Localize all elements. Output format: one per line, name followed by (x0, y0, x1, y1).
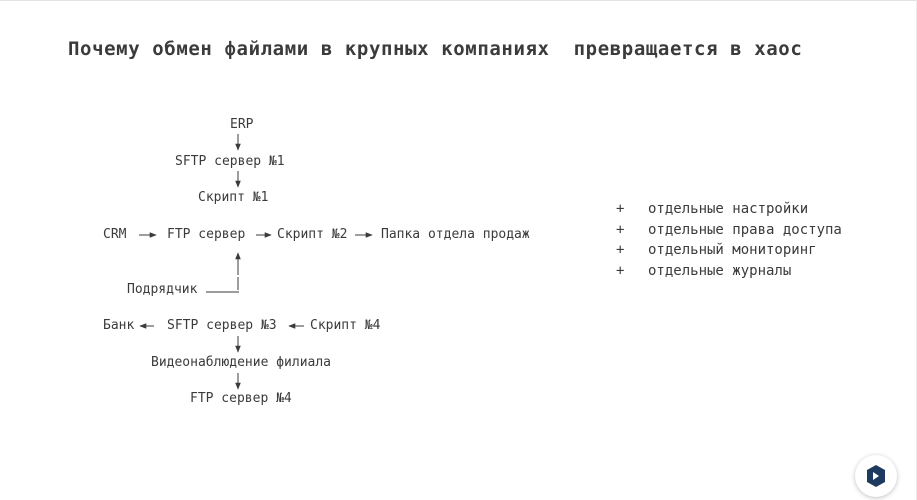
app-badge-button[interactable] (855, 455, 897, 497)
list-item-text: отдельные настройки (648, 201, 809, 217)
list-item-text: отдельные журналы (648, 262, 792, 279)
node-erp: ERP (230, 117, 254, 132)
list-item-text: отдельные права доступа (648, 221, 842, 238)
list-item: + отдельные журналы (616, 261, 842, 282)
top-divider (0, 0, 917, 1)
plus-marker: + (616, 262, 625, 279)
app-logo-icon (867, 465, 885, 487)
list-item-text: отдельный мониторинг (648, 242, 817, 258)
list-item: + отдельные права доступа (616, 220, 842, 241)
node-script-4: Скрипт №4 (310, 318, 381, 333)
node-ftp-server: FTP сервер (167, 227, 246, 242)
slide-title: Почему обмен файлами в крупных компаниях… (68, 38, 803, 60)
node-bank: Банк (103, 318, 135, 333)
plus-marker: + (616, 242, 625, 258)
issues-list: + отдельные настройки + отдельные права до… (616, 199, 842, 281)
plus-marker: + (616, 221, 625, 238)
node-sftp-server-1: SFTP сервер №1 (175, 154, 285, 169)
node-ftp-server-4: FTP сервер №4 (190, 391, 292, 406)
node-sales-folder: Папка отдела продаж (381, 227, 530, 242)
node-script-1: Скрипт №1 (198, 190, 269, 205)
plus-marker: + (616, 201, 625, 217)
list-item: + отдельный мониторинг (616, 240, 842, 261)
node-contractor: Подрядчик (127, 282, 198, 297)
node-video-surveillance: Видеонаблюдение филиала (151, 355, 332, 370)
node-crm: CRM (103, 227, 127, 242)
node-script-2: Скрипт №2 (277, 227, 348, 242)
list-item: + отдельные настройки (616, 199, 842, 220)
node-sftp-server-3: SFTP сервер №3 (167, 318, 277, 333)
